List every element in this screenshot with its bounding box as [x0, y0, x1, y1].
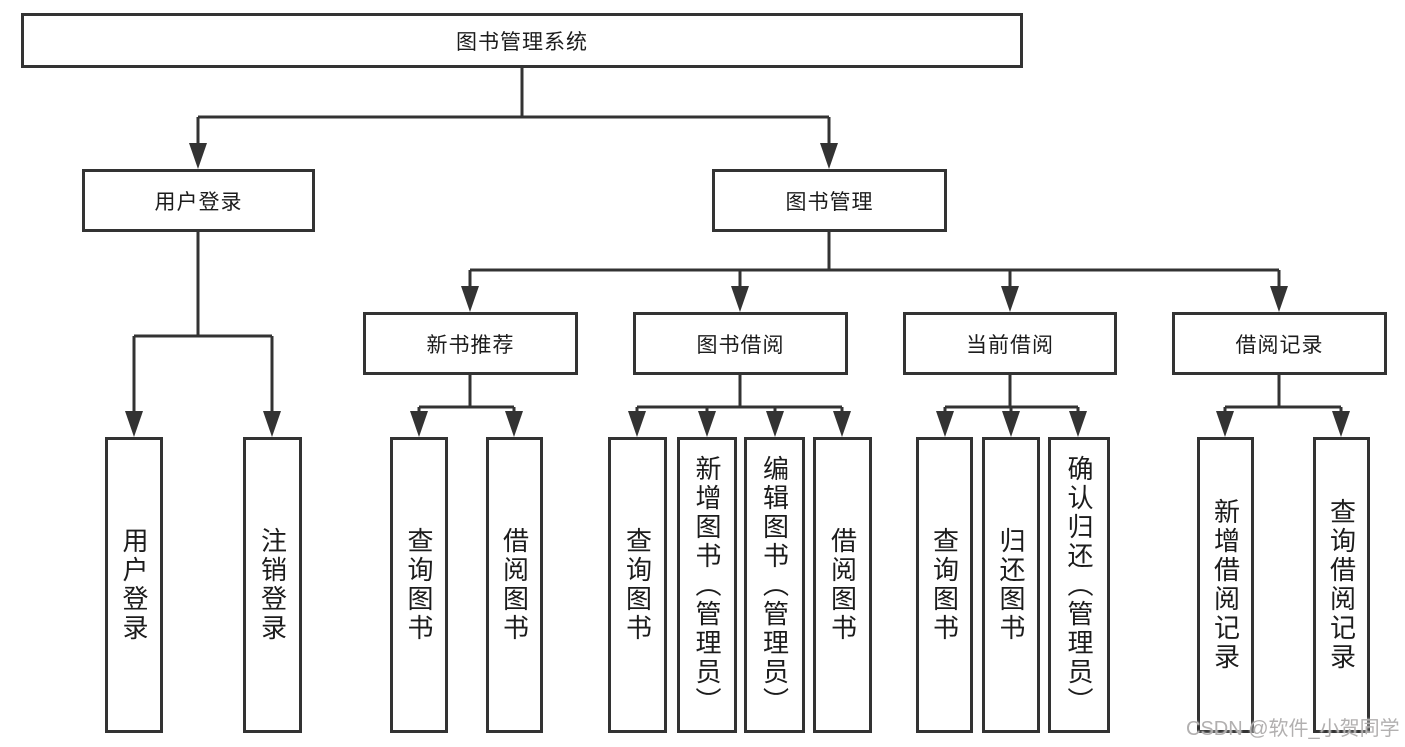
leaf-borrowing-edit-books-admin: 编辑图书（管理员） [744, 437, 805, 733]
leaf-recommend-query-books: 查询图书 [390, 437, 448, 733]
leaf-current-query-books: 查询图书 [916, 437, 973, 733]
leaf-logout: 注销登录 [243, 437, 302, 733]
csdn-watermark: CSDN @软件_小贺同学 [1186, 718, 1400, 740]
node-current-borrowing: 当前借阅 [903, 312, 1117, 375]
leaf-user-login: 用户登录 [105, 437, 163, 733]
leaf-recommend-borrow-books: 借阅图书 [486, 437, 543, 733]
leaf-borrowing-query-books: 查询图书 [608, 437, 667, 733]
node-book-borrowing: 图书借阅 [633, 312, 848, 375]
node-book-management: 图书管理 [712, 169, 947, 232]
leaf-current-confirm-return-admin: 确认归还（管理员） [1048, 437, 1110, 733]
node-root: 图书管理系统 [21, 13, 1023, 68]
node-user-login: 用户登录 [82, 169, 315, 232]
leaf-records-add-record: 新增借阅记录 [1197, 437, 1254, 733]
leaf-borrowing-add-books-admin: 新增图书（管理员） [677, 437, 737, 733]
leaf-borrowing-borrow-books: 借阅图书 [813, 437, 872, 733]
leaf-current-return-books: 归还图书 [982, 437, 1040, 733]
leaf-records-query-record: 查询借阅记录 [1313, 437, 1370, 733]
node-new-book-recommend: 新书推荐 [363, 312, 578, 375]
node-borrowing-records: 借阅记录 [1172, 312, 1387, 375]
